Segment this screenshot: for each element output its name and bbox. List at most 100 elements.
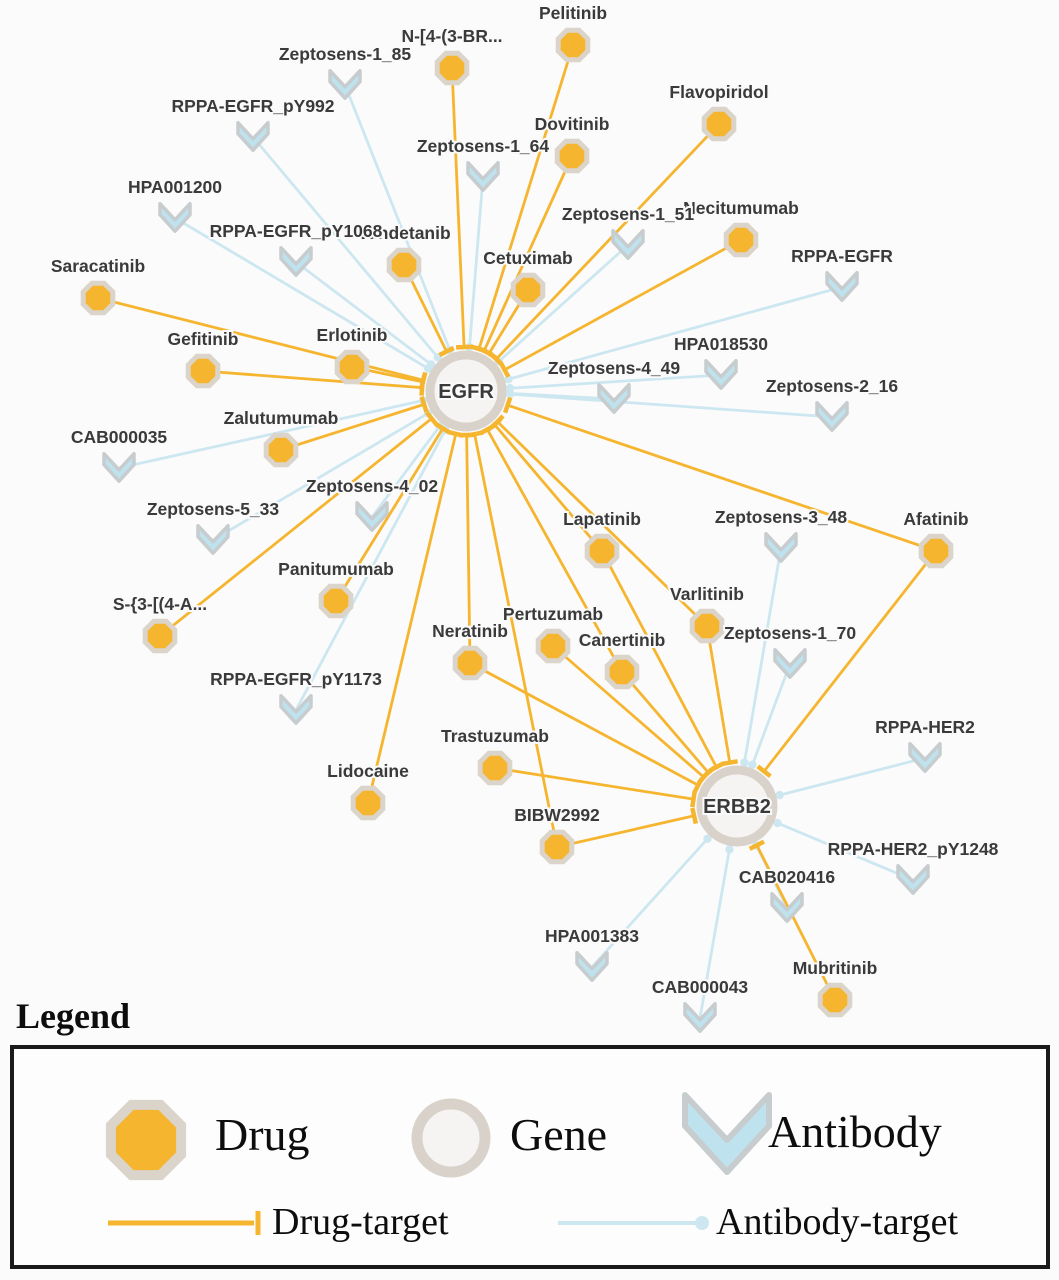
drug-target-tee xyxy=(419,373,427,391)
antibody-node[interactable] xyxy=(102,452,136,483)
drug-target-edge xyxy=(486,428,624,673)
antibody-node[interactable] xyxy=(704,359,738,390)
antibody-label: RPPA-EGFR_pY1068 xyxy=(210,221,383,241)
antibody-target-edge xyxy=(295,260,432,366)
drug-target-edge xyxy=(334,427,445,602)
antibody-node[interactable] xyxy=(575,951,609,982)
drug-target-tee xyxy=(438,345,455,358)
drug-node[interactable] xyxy=(701,106,737,142)
antibody-node[interactable] xyxy=(279,694,313,725)
antibody-target-dot xyxy=(505,389,515,399)
drug-target-tee xyxy=(756,764,772,779)
antibody-node[interactable] xyxy=(279,246,313,277)
antibody-target-edge xyxy=(751,663,792,766)
drug-node[interactable] xyxy=(555,27,591,63)
drug-node[interactable] xyxy=(318,583,354,619)
antibody-node[interactable] xyxy=(825,271,859,302)
antibody-node[interactable] xyxy=(466,161,500,192)
antibody-target-dot xyxy=(703,834,712,843)
antibody-node[interactable] xyxy=(770,892,804,923)
legend-gene-label: Gene xyxy=(510,1109,608,1160)
antibody-label: RPPA-HER2_pY1248 xyxy=(828,839,999,859)
legend-drug-glyph xyxy=(105,1099,187,1181)
legend-antibody-edge-label: Antibody-target xyxy=(716,1201,959,1243)
drug-target-edge xyxy=(600,550,718,768)
drug-label: Vandetanib xyxy=(357,223,450,243)
antibody-node[interactable] xyxy=(815,401,849,432)
antibody-label: Zeptosens-5_33 xyxy=(147,499,280,519)
antibody-node[interactable] xyxy=(236,121,270,152)
drug-target-edge xyxy=(482,155,574,352)
antibody-node[interactable] xyxy=(896,864,930,895)
antibody-label: HPA001200 xyxy=(128,177,222,197)
antibody-target-edge xyxy=(497,243,629,363)
antibody-target-edge xyxy=(743,547,783,763)
drug-target-edge xyxy=(620,671,710,774)
antibody-target-edge xyxy=(343,84,452,351)
gene-node[interactable] xyxy=(696,765,778,847)
drug-node[interactable] xyxy=(477,750,513,786)
antibody-label: CAB020416 xyxy=(739,867,836,887)
antibody-node[interactable] xyxy=(683,1002,717,1033)
drug-node[interactable] xyxy=(554,138,590,174)
drug-label: Pertuzumab xyxy=(503,604,603,624)
legend-antibody-edge-glyph xyxy=(558,1216,709,1230)
drug-target-tee xyxy=(498,361,511,378)
legend-antibody-label: Antibody xyxy=(768,1106,942,1157)
antibody-target-dot xyxy=(773,818,782,828)
antibody-node[interactable] xyxy=(611,229,645,260)
drug-node[interactable] xyxy=(723,222,759,258)
antibody-node[interactable] xyxy=(158,202,192,233)
drug-node[interactable] xyxy=(434,50,470,86)
drug-node[interactable] xyxy=(604,654,640,690)
drug-node[interactable] xyxy=(689,608,725,644)
drug-target-edge xyxy=(159,417,433,638)
legend-heading: Legend xyxy=(16,996,131,1036)
drug-label: Cetuximab xyxy=(483,248,572,268)
drug-node[interactable] xyxy=(334,349,370,385)
antibody-target-edge xyxy=(212,412,429,542)
drug-target-tee xyxy=(424,410,439,427)
gene-label: EGFR xyxy=(438,381,494,403)
drug-label: Erlotinib xyxy=(317,325,388,345)
drug-node[interactable] xyxy=(386,247,422,283)
drug-target-tee xyxy=(456,344,473,350)
antibody-node[interactable] xyxy=(355,501,389,532)
drug-target-edge xyxy=(496,420,708,628)
drug-target-tee xyxy=(748,839,765,851)
drug-node[interactable] xyxy=(263,432,299,468)
antibody-node[interactable] xyxy=(196,524,230,555)
drug-target-edge xyxy=(762,550,938,773)
antibody-node[interactable] xyxy=(764,532,798,563)
antibody-node[interactable] xyxy=(908,742,942,773)
antibody-label: Zeptosens-4_49 xyxy=(548,358,681,378)
drug-node[interactable] xyxy=(584,533,620,569)
drug-node[interactable] xyxy=(350,785,386,821)
gene-label: ERBB2 xyxy=(703,796,771,818)
antibody-label: RPPA-EGFR_pY992 xyxy=(171,96,334,116)
drug-label: Zalutumumab xyxy=(224,408,339,428)
antibody-node[interactable] xyxy=(328,69,362,100)
legend-drug-edge-label: Drug-target xyxy=(272,1201,449,1243)
antibody-target-dot xyxy=(505,384,515,393)
drug-target-edge xyxy=(477,44,575,350)
antibody-target-edge xyxy=(509,373,722,390)
drug-node[interactable] xyxy=(452,645,488,681)
drug-label: Dovitinib xyxy=(535,114,610,134)
drug-node[interactable] xyxy=(918,533,954,569)
gene-node[interactable] xyxy=(425,350,507,432)
drug-node[interactable] xyxy=(539,829,575,865)
drug-node[interactable] xyxy=(510,272,546,308)
drug-node[interactable] xyxy=(535,628,571,664)
antibody-target-dot xyxy=(725,845,734,854)
drug-label: Necitumumab xyxy=(683,198,799,218)
drug-node[interactable] xyxy=(80,280,116,316)
antibody-target-dot xyxy=(426,360,436,369)
legend-drug-label: Drug xyxy=(215,1109,310,1160)
drug-node[interactable] xyxy=(185,353,221,389)
drug-node[interactable] xyxy=(142,618,178,654)
antibody-node[interactable] xyxy=(773,648,807,679)
drug-node[interactable] xyxy=(817,982,853,1018)
antibody-node[interactable] xyxy=(597,383,631,414)
